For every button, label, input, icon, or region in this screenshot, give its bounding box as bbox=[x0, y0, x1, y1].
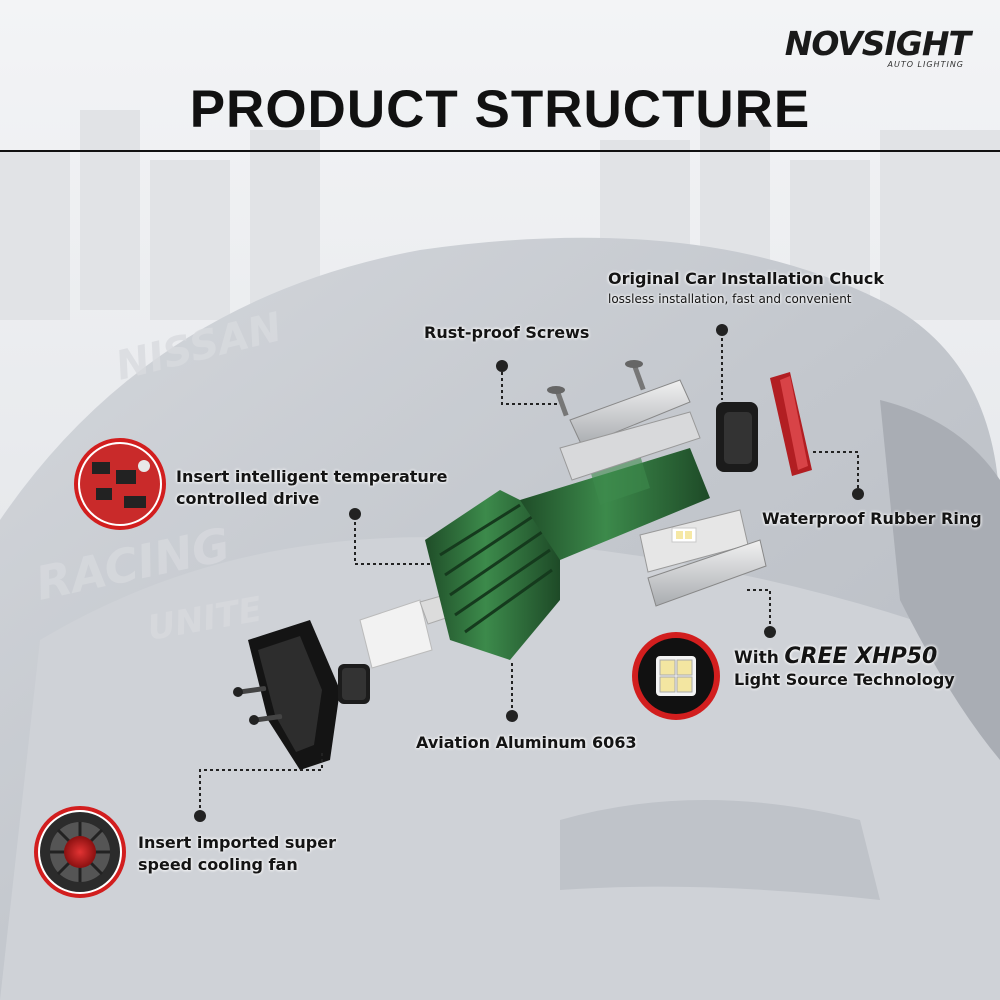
chuck-subtitle: lossless installation, fast and convenie… bbox=[608, 292, 852, 306]
brand-logo: NOVSIGHT AUTO LIGHTING bbox=[758, 24, 971, 76]
cree-with: With bbox=[734, 648, 779, 668]
chuck-title: Original Car Installation Chuck bbox=[608, 269, 884, 288]
cree-brand: CREE XHP50 bbox=[784, 644, 938, 669]
fan-line-1: Insert imported super bbox=[138, 833, 336, 852]
fan-line-2: speed cooling fan bbox=[138, 855, 298, 874]
drive-line-2: controlled drive bbox=[176, 489, 320, 508]
label-cooling-fan: Insert imported super speed cooling fan bbox=[138, 832, 336, 876]
label-installation-chuck: Original Car Installation Chuck lossless… bbox=[608, 268, 884, 308]
brand-name: NOVSIGHT bbox=[784, 24, 971, 63]
page-title: PRODUCT STRUCTURE bbox=[189, 80, 811, 139]
cree-line-2: Light Source Technology bbox=[734, 670, 955, 689]
label-waterproof-ring: Waterproof Rubber Ring bbox=[762, 509, 982, 528]
label-aviation-aluminum: Aviation Aluminum 6063 bbox=[416, 733, 637, 752]
brand-tagline: AUTO LIGHTING bbox=[887, 60, 964, 69]
label-temperature-drive: Insert intelligent temperature controlle… bbox=[176, 466, 448, 510]
cree-line-1: With CREE XHP50 bbox=[734, 646, 955, 669]
label-rust-proof-screws: Rust-proof Screws bbox=[424, 323, 590, 342]
label-cree-technology: With CREE XHP50 Light Source Technology bbox=[734, 646, 955, 691]
drive-line-1: Insert intelligent temperature bbox=[176, 467, 448, 486]
